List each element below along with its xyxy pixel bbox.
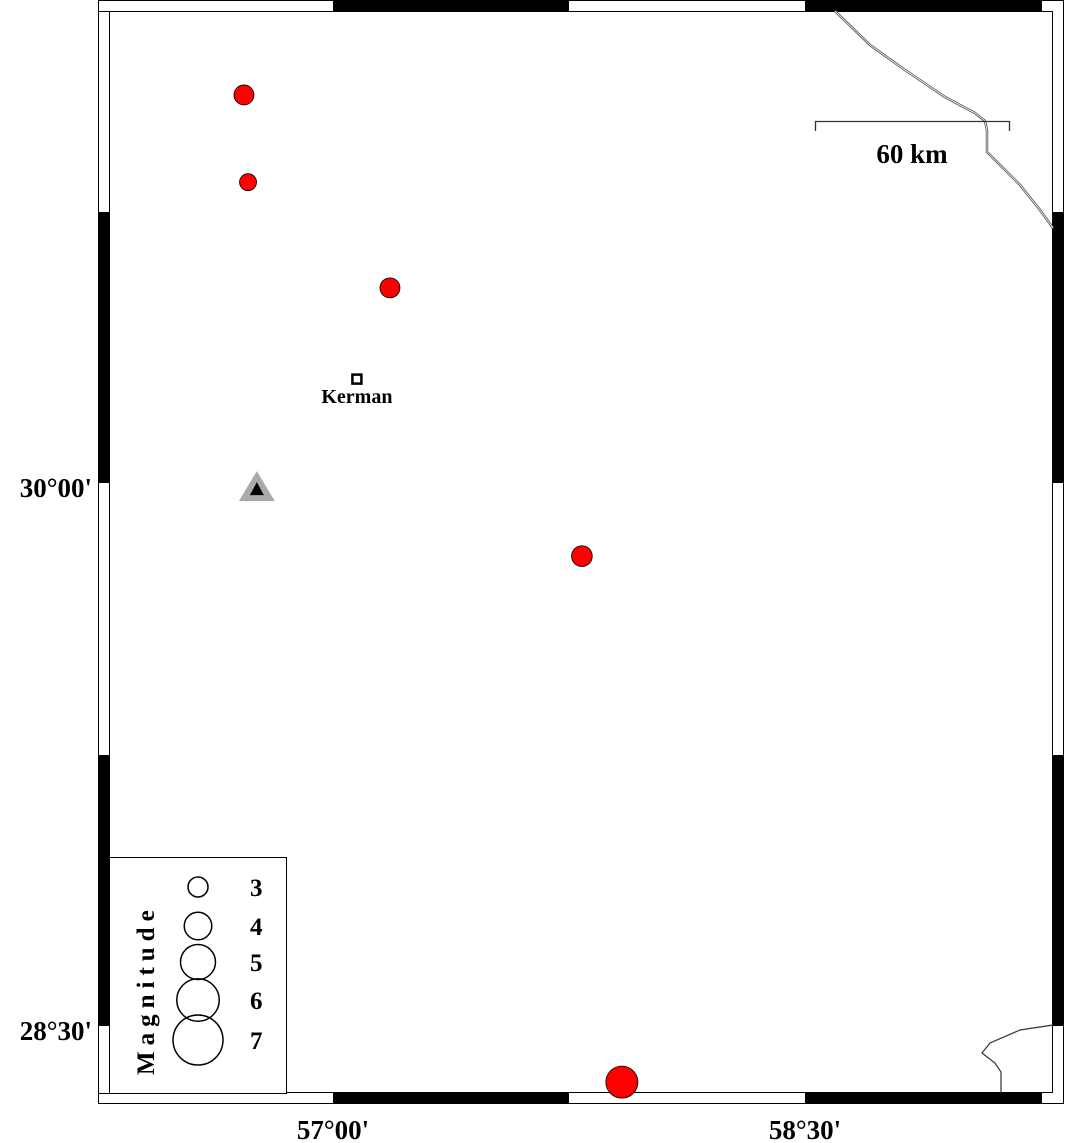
legend-label: 5 <box>250 950 263 977</box>
lon-tick-label: 58°30' <box>769 1115 841 1143</box>
legend-title: Magnitude <box>133 904 160 1075</box>
magnitude-legend: Magnitude 3 4 5 6 7 <box>109 857 287 1094</box>
earthquake-event[interactable] <box>239 173 257 192</box>
earthquake-event[interactable] <box>605 1065 639 1099</box>
legend-label: 3 <box>250 875 263 902</box>
lat-tick-label: 28°30' <box>20 1016 92 1046</box>
earthquake-event[interactable] <box>233 84 255 106</box>
map-frame <box>98 0 1064 1104</box>
legend-circle <box>176 978 220 1022</box>
legend-circle <box>172 1014 224 1066</box>
city-label: Kerman <box>321 386 392 408</box>
station-inner-triangle <box>249 482 264 496</box>
legend-label: 6 <box>250 988 263 1015</box>
scale-bar: 60 km <box>814 120 1011 169</box>
lon-tick-label: 57°00' <box>297 1115 369 1143</box>
legend-label: 4 <box>250 914 263 941</box>
coastline <box>834 10 1055 1093</box>
legend-circle <box>183 911 213 941</box>
scale-bar-label: 60 km <box>876 139 948 169</box>
city-square-icon <box>351 373 363 385</box>
lat-tick-label: 30°00' <box>20 473 92 503</box>
legend-circle <box>187 876 209 898</box>
city-kerman: Kerman <box>321 373 392 408</box>
earthquake-event[interactable] <box>571 545 593 567</box>
earthquake-event[interactable] <box>379 277 401 299</box>
earthquake-events <box>233 84 639 1099</box>
legend-label: 7 <box>250 1028 263 1055</box>
station-triangle-icon <box>238 471 275 502</box>
